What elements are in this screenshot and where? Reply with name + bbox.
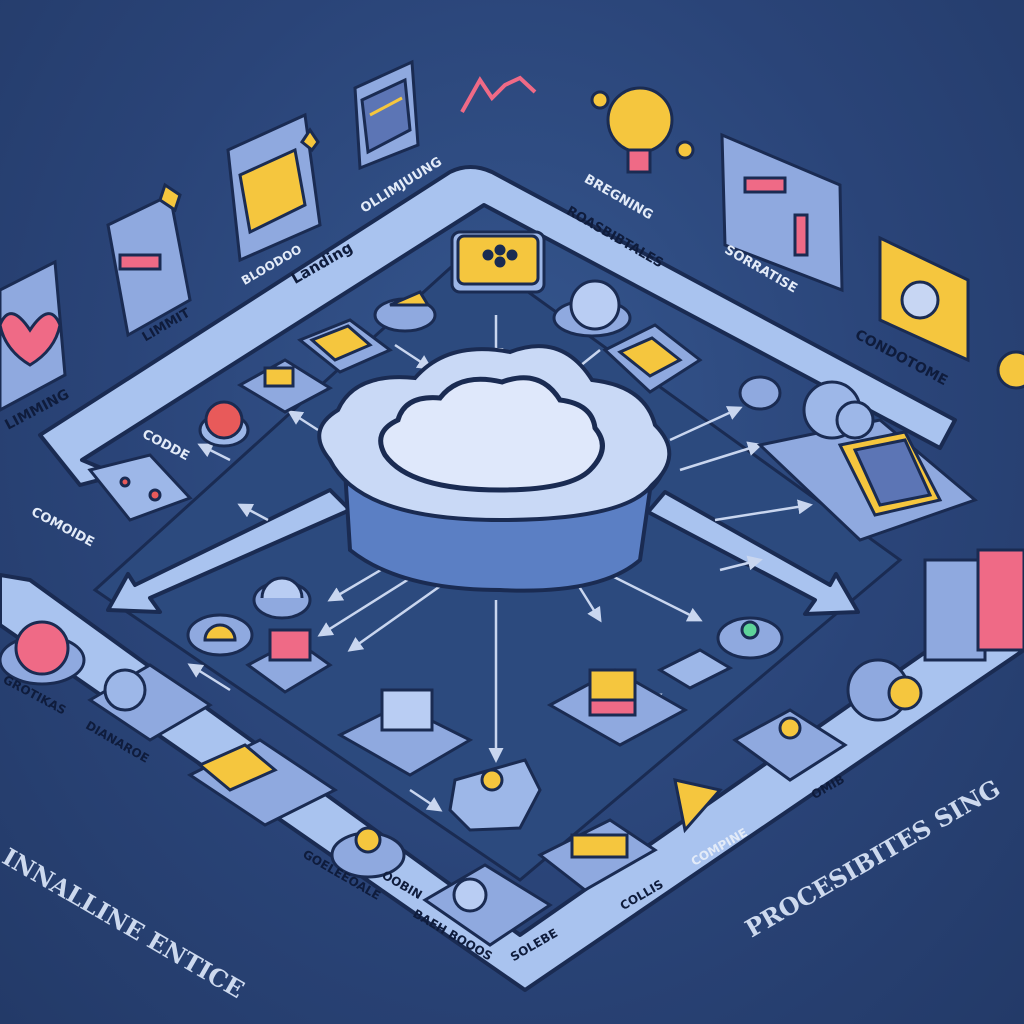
loop-track <box>38 165 957 487</box>
tile-folder-stack <box>187 738 338 827</box>
tile-gears <box>846 658 923 722</box>
monitor-icon <box>353 59 420 171</box>
tile-cube-stack <box>923 548 1024 662</box>
tile-server-sphere <box>87 663 213 742</box>
tile-sphere <box>552 279 632 338</box>
document-card-icon <box>226 112 322 263</box>
tile-triangle-flag <box>673 778 723 834</box>
cloud-icon <box>317 344 672 593</box>
line-chart-icon <box>460 75 537 113</box>
tile-node-dot <box>738 375 782 411</box>
tile-puzzle-bottom <box>448 758 542 832</box>
tile-cylinder <box>546 668 689 747</box>
tile-check <box>297 318 393 374</box>
big-arrow-right <box>646 490 860 616</box>
big-arrow-left <box>106 488 352 614</box>
tile-half-circle <box>186 613 254 657</box>
tile-green-dot <box>716 616 784 660</box>
target-card-icon <box>878 235 970 363</box>
tile-pink-disc <box>0 620 86 686</box>
card-sliders-icon <box>106 182 192 338</box>
heart-card-icon <box>0 259 67 412</box>
tile-box-left <box>237 358 333 414</box>
tile-dots <box>450 230 546 294</box>
tile-puzzle <box>802 380 875 440</box>
tile-chart-stack <box>537 818 658 892</box>
tile-red-button <box>198 400 250 448</box>
tile-stack-cube <box>245 628 333 694</box>
tile-clubs <box>732 708 848 782</box>
lightbulb-icon <box>590 86 695 174</box>
tile-bulb <box>373 290 437 333</box>
tile-coin <box>330 826 406 879</box>
tile-chart <box>602 323 703 394</box>
tile-laptop <box>756 418 978 542</box>
tile-fingerprint <box>422 863 553 947</box>
gear-icon <box>996 350 1024 390</box>
presentation-board-icon <box>720 132 844 293</box>
tile-gauge <box>252 576 312 620</box>
tile-cube-gray <box>336 688 474 777</box>
tile-bar-slots <box>656 648 734 690</box>
tile-toggle <box>87 453 193 522</box>
